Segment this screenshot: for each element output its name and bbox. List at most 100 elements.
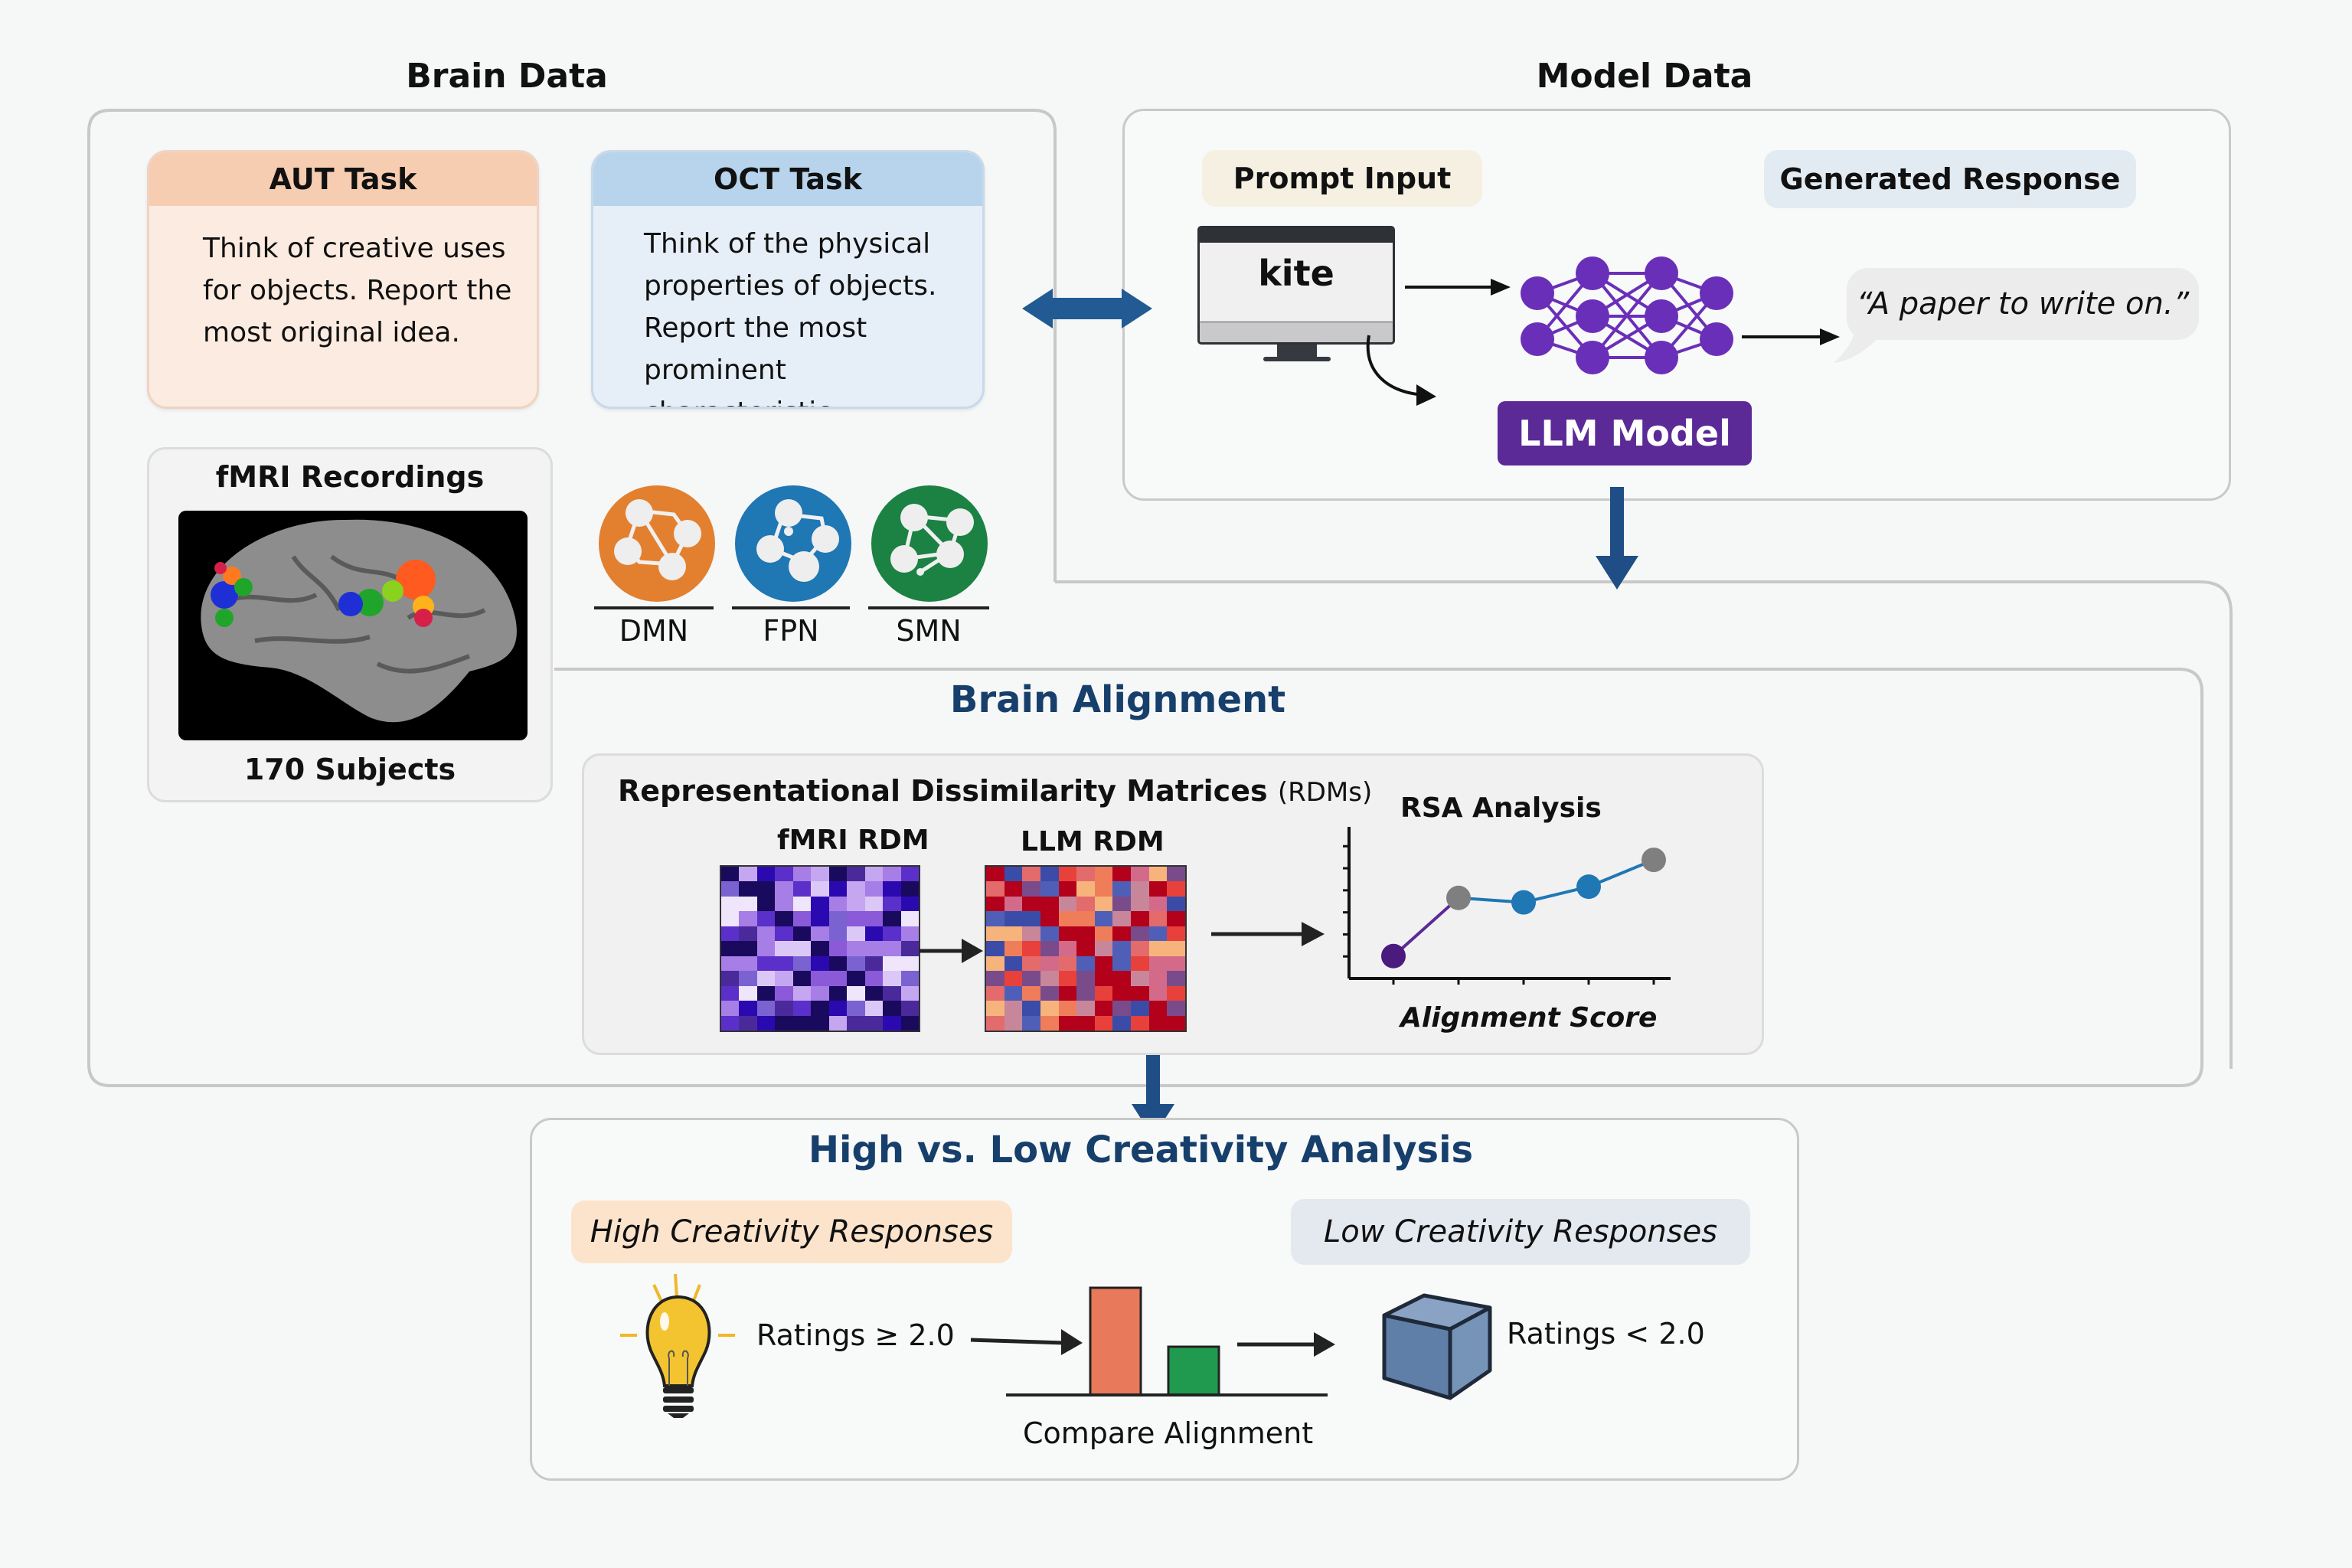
rdm-cell xyxy=(847,971,865,986)
rdm-cell xyxy=(775,867,793,882)
curved-arrow-icon xyxy=(1366,335,1436,406)
rdm-cell xyxy=(1131,881,1149,897)
rdm-cell xyxy=(1131,926,1149,942)
rdm-cell xyxy=(811,881,829,897)
rdm-cell xyxy=(883,971,901,986)
rdm-cell xyxy=(1022,867,1040,882)
rdm-cell xyxy=(739,911,757,926)
rdm-cell xyxy=(986,971,1004,986)
rdm-cell xyxy=(1040,881,1059,897)
rdm-cell xyxy=(721,971,740,986)
nn-node xyxy=(1521,276,1554,310)
creativity-title: High vs. Low Creativity Analysis xyxy=(808,1129,1474,1171)
rdm-cell xyxy=(1148,941,1168,956)
llm-rdm-label: LLM RDM xyxy=(1021,826,1165,858)
rdm-cell xyxy=(811,956,829,972)
fmri-card: fMRI Recordings 170 Subjects xyxy=(147,447,553,802)
rdm-cell xyxy=(1148,971,1168,986)
nn-node xyxy=(1700,322,1733,356)
rdm-cell xyxy=(792,867,812,882)
rdm-cell xyxy=(1131,867,1149,882)
llm-model-badge: LLM Model xyxy=(1498,401,1752,466)
rdm-cell xyxy=(756,896,776,912)
rdm-cell xyxy=(1167,971,1185,986)
rdm-cell xyxy=(756,926,776,942)
rdm-cell xyxy=(1094,881,1113,897)
rdm-cell xyxy=(828,911,848,926)
rdm-cell xyxy=(1022,1015,1040,1031)
rdm-cell xyxy=(1112,1001,1132,1016)
rdm-cell xyxy=(1040,941,1059,956)
monitor-chin xyxy=(1197,322,1395,345)
rdm-cell xyxy=(1167,911,1185,926)
rdm-cell xyxy=(986,1001,1004,1016)
rsa-title: RSA Analysis xyxy=(1400,792,1602,824)
rdm-cell xyxy=(828,941,848,956)
oct-task-card: OCT Task Think of the physical propertie… xyxy=(591,150,985,409)
rdm-cell xyxy=(1112,956,1132,972)
rdm-cell xyxy=(828,896,848,912)
rdm-cell xyxy=(1058,1001,1077,1016)
rdm-cell xyxy=(847,881,865,897)
rdm-cell xyxy=(1112,971,1132,986)
rdm-cell xyxy=(828,926,848,942)
rdm-cell xyxy=(864,941,884,956)
rdm-cell xyxy=(756,985,776,1001)
low-creativity-label: Low Creativity Responses xyxy=(1291,1199,1750,1265)
rdm-cell xyxy=(864,881,884,897)
nn-node xyxy=(1576,256,1609,290)
nn-node xyxy=(1645,341,1678,374)
rdm-cell xyxy=(811,1001,829,1016)
rdm-cell xyxy=(811,941,829,956)
prompt-word: kite xyxy=(1258,253,1334,294)
rdm-cell xyxy=(900,1001,919,1016)
rdm-cell xyxy=(721,956,740,972)
rdm-cell xyxy=(1004,911,1023,926)
model-data-title: Model Data xyxy=(1536,57,1753,96)
oct-task-line: characteristic. xyxy=(644,391,982,407)
rdm-cell xyxy=(1058,896,1077,912)
rdm-cell xyxy=(1131,1001,1149,1016)
rdm-cell xyxy=(864,956,884,972)
rdm-cell xyxy=(883,985,901,1001)
rdm-cell xyxy=(864,1001,884,1016)
oct-task-line: properties of objects. xyxy=(644,270,937,302)
rdm-cell xyxy=(883,896,901,912)
monitor-screen xyxy=(1197,226,1395,338)
rdm-cell xyxy=(756,867,776,882)
high-creativity-label: High Creativity Responses xyxy=(571,1200,1012,1263)
rdm-cell xyxy=(828,971,848,986)
rdm-cell xyxy=(1076,881,1095,897)
rdm-cell xyxy=(900,896,919,912)
rdm-cell xyxy=(847,1001,865,1016)
rdm-cell xyxy=(1167,881,1185,897)
rdm-cell xyxy=(775,1015,793,1031)
double-arrow-icon xyxy=(1022,289,1152,328)
rdm-cell xyxy=(811,896,829,912)
rdm-cell xyxy=(1004,1015,1023,1031)
brain-data-frame xyxy=(87,109,2203,1087)
rdm-cell xyxy=(1094,956,1113,972)
rdm-cell xyxy=(986,956,1004,972)
data-point xyxy=(1642,848,1666,873)
rdm-cell xyxy=(1148,867,1168,882)
rdm-cell xyxy=(792,956,812,972)
rdm-cell xyxy=(986,926,1004,942)
rdm-title-text: Representational Dissimilarity Matrices xyxy=(618,774,1268,808)
rdm-cell xyxy=(1094,867,1113,882)
brain-image xyxy=(178,511,528,740)
rdm-cell xyxy=(811,867,829,882)
rdm-cell xyxy=(1058,881,1077,897)
rdm-cell xyxy=(1131,941,1149,956)
rdm-cell xyxy=(986,896,1004,912)
rdm-cell xyxy=(828,881,848,897)
rdm-cell xyxy=(1094,941,1113,956)
rdm-cell xyxy=(1131,911,1149,926)
brain-data-title: Brain Data xyxy=(406,57,608,96)
rdm-cell xyxy=(828,1015,848,1031)
rdm-cell xyxy=(900,985,919,1001)
rdm-cell xyxy=(792,985,812,1001)
rdm-cell xyxy=(828,956,848,972)
cube-icon xyxy=(1382,1293,1492,1400)
rdm-cell xyxy=(1076,971,1095,986)
